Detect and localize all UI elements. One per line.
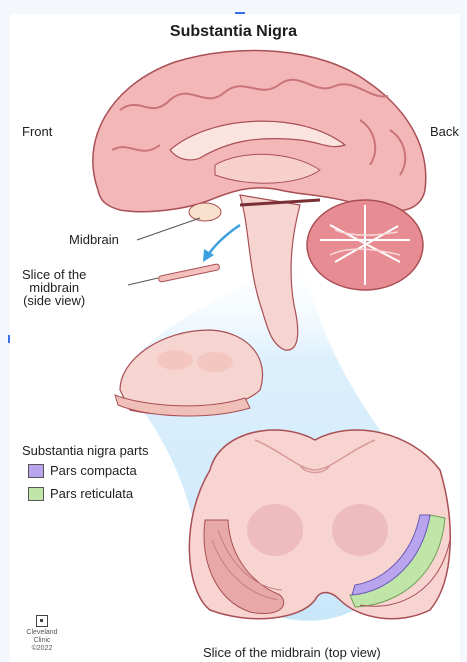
label-slice-side-line3: (side view) xyxy=(22,294,86,307)
midbrain-pointer xyxy=(137,218,200,240)
slice-side-view xyxy=(128,264,220,285)
red-nucleus-left xyxy=(247,504,303,556)
legend-swatch-reticulata xyxy=(28,487,44,501)
legend-item-pars-reticulata: Pars reticulata xyxy=(28,486,133,501)
legend-item-pars-compacta: Pars compacta xyxy=(28,463,137,478)
slice-perspective-view xyxy=(115,330,263,416)
label-slice-top-view: Slice of the midbrain (top view) xyxy=(203,645,381,660)
logo-icon xyxy=(36,615,48,627)
blue-arrow xyxy=(208,225,240,255)
legend-label-compacta: Pars compacta xyxy=(50,463,137,478)
logo-line3: ©2022 xyxy=(22,645,62,653)
legend-title: Substantia nigra parts xyxy=(22,443,148,458)
diagram-title: Substantia Nigra xyxy=(0,23,467,41)
logo-line2: Clinic xyxy=(22,637,62,645)
label-midbrain: Midbrain xyxy=(69,232,119,247)
cerebellum xyxy=(307,200,423,290)
label-front: Front xyxy=(22,124,52,139)
legend-swatch-compacta xyxy=(28,464,44,478)
red-nucleus-right xyxy=(332,504,388,556)
cleveland-clinic-logo: Cleveland Clinic ©2022 xyxy=(22,615,62,653)
logo-line1: Cleveland xyxy=(22,629,62,637)
midbrain-region xyxy=(189,203,221,221)
label-back: Back xyxy=(430,124,459,139)
legend-label-reticulata: Pars reticulata xyxy=(50,486,133,501)
slice-top-view xyxy=(189,430,450,619)
label-slice-side-view: Slice of the midbrain (side view) xyxy=(22,268,86,307)
